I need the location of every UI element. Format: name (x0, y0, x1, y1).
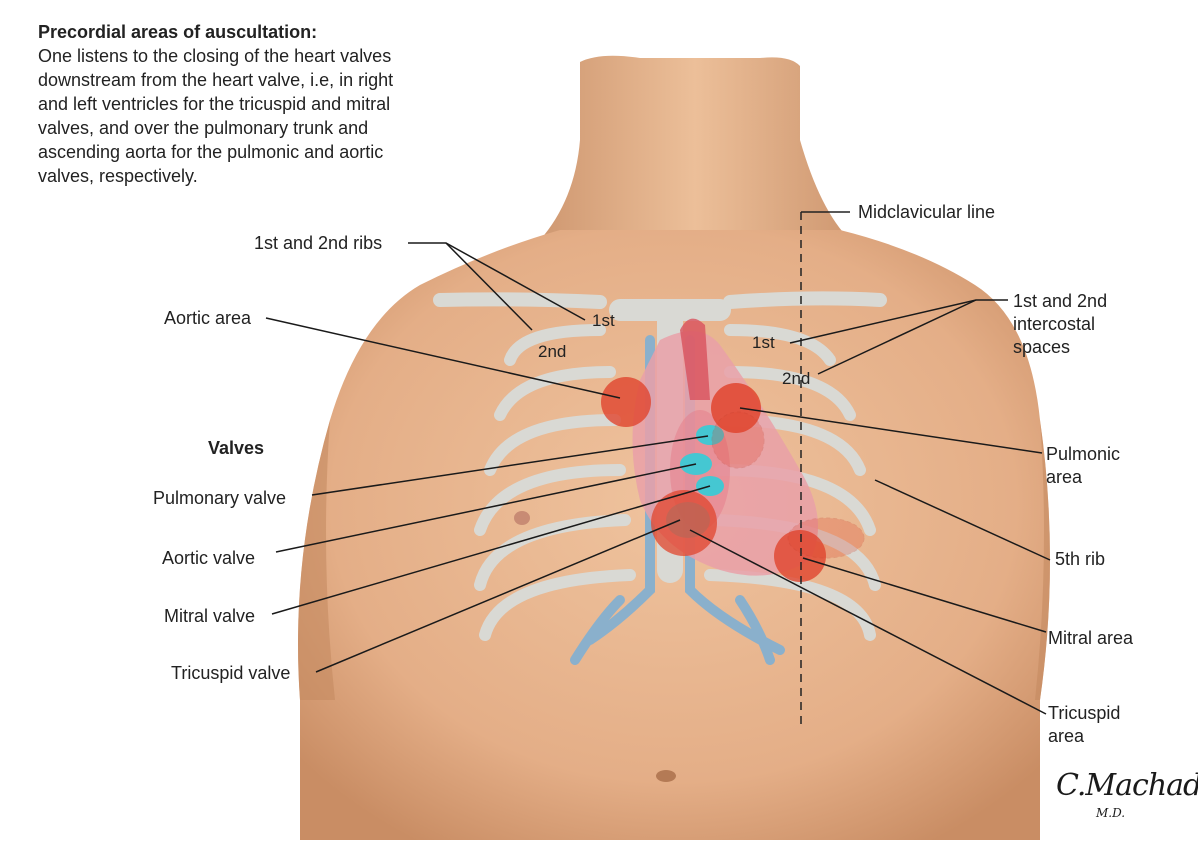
leader-lines (265, 242, 1051, 715)
auscultation-areas (601, 377, 865, 582)
artist-signature: C.Machado (1056, 768, 1198, 803)
caption-line: and left ventricles for the tricuspid an… (38, 94, 391, 114)
rib-marker-right-1st: 1st (752, 333, 775, 352)
label-mitral-area: Mitral area (1048, 628, 1134, 648)
label-pulmonic-area-2: area (1046, 467, 1083, 487)
rib-marker-left-1st: 1st (592, 311, 615, 330)
tricuspid-area-marker (651, 490, 717, 556)
label-fifth-rib: 5th rib (1055, 549, 1106, 569)
caption: Precordial areas of auscultation: One li… (38, 20, 478, 188)
label-aortic-valve: Aortic valve (162, 548, 256, 568)
label-tricuspid-area-2: area (1048, 726, 1085, 746)
caption-line: ascending aorta for the pulmonic and aor… (38, 142, 384, 162)
label-midclavicular-line: Midclavicular line (858, 202, 996, 222)
pulmonic-area-marker (711, 383, 761, 433)
mitral-area-marker (774, 530, 826, 582)
label-intercostal-2: intercostal (1013, 314, 1096, 334)
caption-line: downstream from the heart valve, i.e, in… (38, 70, 394, 90)
costal-cartilage (570, 335, 785, 665)
label-pulmonic-area-1: Pulmonic (1046, 444, 1121, 464)
label-tricuspid-area-1: Tricuspid (1048, 703, 1121, 723)
artist-signature-suffix: M.D. (1096, 806, 1126, 820)
label-intercostal-1: 1st and 2nd (1013, 291, 1108, 311)
label-pulmonary-valve: Pulmonary valve (153, 488, 287, 508)
label-tricuspid-valve: Tricuspid valve (171, 663, 291, 683)
label-ribs: 1st and 2nd ribs (254, 233, 383, 253)
label-mitral-valve: Mitral valve (164, 606, 256, 626)
rib-marker-right-2nd: 2nd (782, 369, 811, 388)
label-aortic-area: Aortic area (164, 308, 252, 328)
label-valves-heading: Valves (208, 438, 265, 458)
caption-line: valves, respectively. (38, 166, 198, 186)
caption-title: Precordial areas of auscultation: (38, 22, 318, 42)
aortic-area-marker (601, 377, 651, 427)
rib-marker-left-2nd: 2nd (538, 342, 567, 361)
caption-line: valves, and over the pulmonary trunk and (38, 118, 369, 138)
label-intercostal-3: spaces (1013, 337, 1071, 357)
caption-line: One listens to the closing of the heart … (38, 46, 392, 66)
